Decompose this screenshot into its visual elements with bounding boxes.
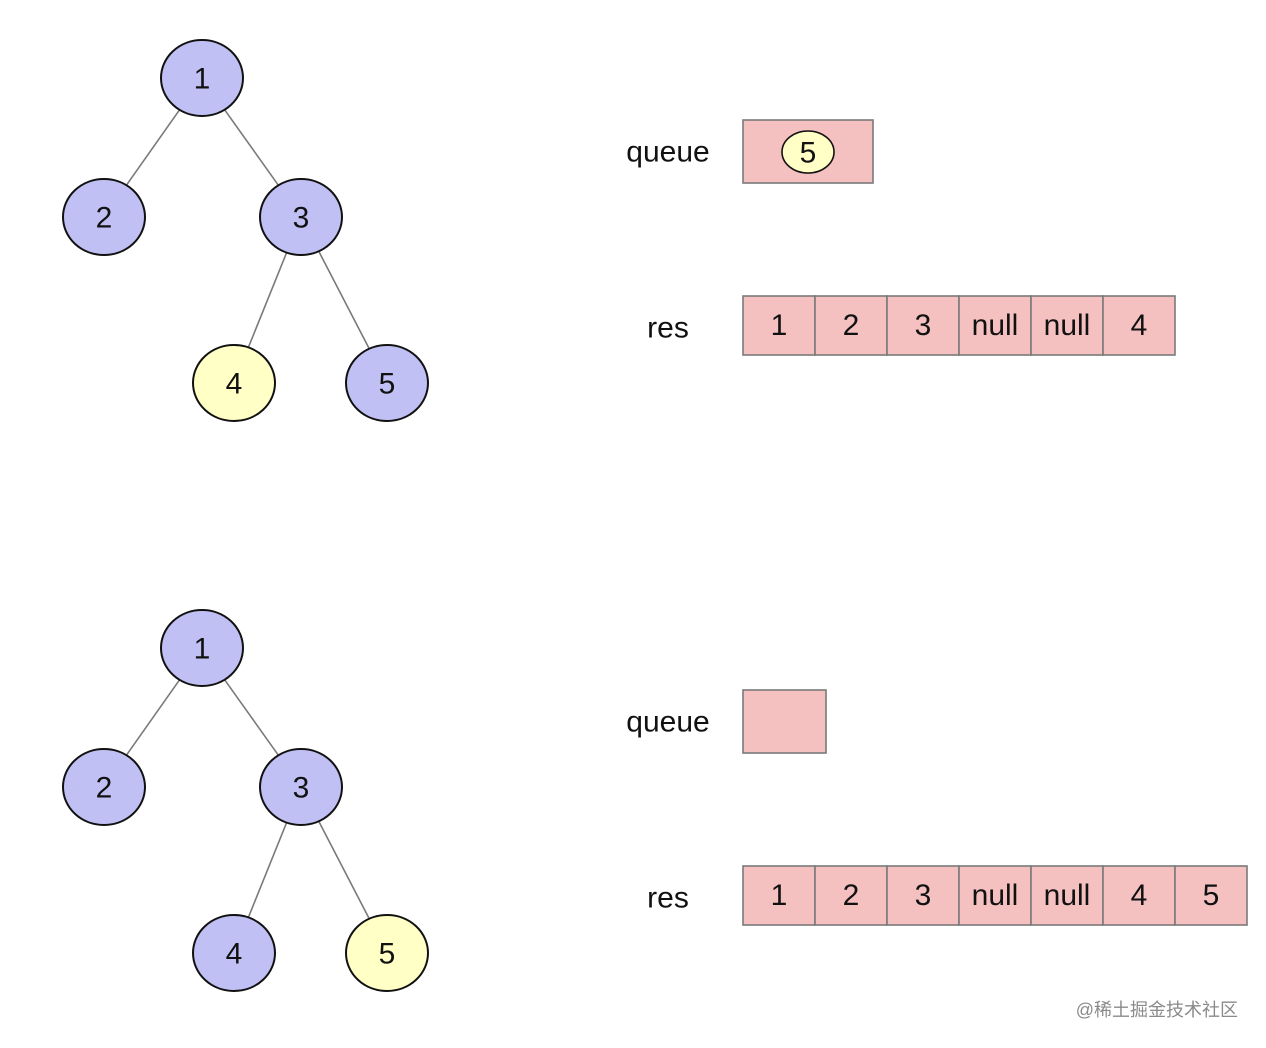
panel-2: 1 2 3 4 5 queue res 1 2 3 null null 4 5 xyxy=(62,609,1248,992)
tree-node-label: 3 xyxy=(293,202,310,235)
queue-container xyxy=(742,689,827,754)
tree-node-circle xyxy=(62,748,146,826)
res-cell: 2 xyxy=(814,865,888,926)
tree-node-label: 2 xyxy=(96,772,113,805)
res-cell-box xyxy=(1102,865,1176,926)
res-cell-box xyxy=(1102,295,1176,356)
res-cell-box xyxy=(958,295,1032,356)
tree-edges xyxy=(125,109,370,350)
tree-node-circle xyxy=(345,914,429,992)
tree-node-1: 1 xyxy=(160,39,244,117)
tree-node-circle xyxy=(192,344,276,422)
res-cell-box xyxy=(1030,865,1104,926)
res-cell: 5 xyxy=(1174,865,1248,926)
res-array: 1 2 3 null null 4 5 xyxy=(742,865,1248,926)
res-cell-box xyxy=(958,865,1032,926)
tree-node-circle xyxy=(192,914,276,992)
res-cell-box xyxy=(814,295,888,356)
tree-node-4: 4 xyxy=(192,914,276,992)
res-cell: null xyxy=(958,295,1032,356)
res-cell-value: 2 xyxy=(843,879,860,912)
res-cell-value: 1 xyxy=(771,309,788,342)
tree-edge-n3-n4 xyxy=(247,822,288,918)
queue-item-circle xyxy=(781,130,835,174)
tree-node-circle xyxy=(160,609,244,687)
tree-node-label: 5 xyxy=(379,368,396,401)
tree-node-3: 3 xyxy=(259,178,343,256)
res-array: 1 2 3 null null 4 xyxy=(742,295,1176,356)
watermark-text: @稀土掘金技术社区 xyxy=(1076,1000,1238,1020)
tree-edge-n3-n4 xyxy=(247,252,288,348)
tree-node-5: 5 xyxy=(345,914,429,992)
res-cell: 3 xyxy=(886,865,960,926)
res-cell: 2 xyxy=(814,295,888,356)
res-cell: 1 xyxy=(742,295,816,356)
tree-node-label: 5 xyxy=(379,938,396,971)
res-cell-value: 4 xyxy=(1131,879,1148,912)
tree-node-label: 2 xyxy=(96,202,113,235)
tree-node-2: 2 xyxy=(62,178,146,256)
tree-edge-n1-n2 xyxy=(125,679,181,756)
queue-item-node: 5 xyxy=(781,130,835,174)
tree-edges xyxy=(125,679,370,920)
res-cell-value: 4 xyxy=(1131,309,1148,342)
tree-edge-n1-n3 xyxy=(223,679,280,756)
queue-box xyxy=(742,689,827,754)
res-cell-box xyxy=(1174,865,1248,926)
res-cell-box xyxy=(886,295,960,356)
res-cell: 3 xyxy=(886,295,960,356)
tree-node-circle xyxy=(259,748,343,826)
tree-edge-n3-n5 xyxy=(318,820,370,920)
tree-node-circle xyxy=(259,178,343,256)
res-label: res xyxy=(647,312,689,345)
tree-edge-n1-n2 xyxy=(125,109,181,186)
tree-node-label: 3 xyxy=(293,772,310,805)
tree-node-label: 1 xyxy=(194,633,211,666)
panel-1: 1 2 3 4 5 queue 5 res 1 2 3 null null 4 xyxy=(62,39,1176,422)
res-cell-value: 5 xyxy=(1203,879,1220,912)
res-cell-value: null xyxy=(1044,879,1091,912)
res-cell: 4 xyxy=(1102,295,1176,356)
res-cell: 1 xyxy=(742,865,816,926)
res-cell-value: null xyxy=(1044,309,1091,342)
queue-box: 5 xyxy=(742,119,874,184)
res-cell-value: 3 xyxy=(915,309,932,342)
tree-node-circle xyxy=(160,39,244,117)
res-cell: null xyxy=(1030,295,1104,356)
tree-node-5: 5 xyxy=(345,344,429,422)
res-cell-box xyxy=(742,865,816,926)
res-cell-value: 3 xyxy=(915,879,932,912)
tree-node-label: 4 xyxy=(226,368,243,401)
res-cell-box xyxy=(742,295,816,356)
tree-node-3: 3 xyxy=(259,748,343,826)
tree-node-circle xyxy=(62,178,146,256)
res-cell-box xyxy=(1030,295,1104,356)
tree-node-1: 1 xyxy=(160,609,244,687)
tree-node-label: 4 xyxy=(226,938,243,971)
res-cell: null xyxy=(958,865,1032,926)
res-cell: null xyxy=(1030,865,1104,926)
tree-node-2: 2 xyxy=(62,748,146,826)
res-cell-value: null xyxy=(972,309,1019,342)
queue-item-label: 5 xyxy=(800,137,817,170)
res-cell-value: null xyxy=(972,879,1019,912)
res-cell: 4 xyxy=(1102,865,1176,926)
tree-node-circle xyxy=(345,344,429,422)
tree-node-label: 1 xyxy=(194,63,211,96)
res-cell-value: 2 xyxy=(843,309,860,342)
res-label: res xyxy=(647,882,689,915)
tree-edge-n3-n5 xyxy=(318,250,370,350)
res-cell-value: 1 xyxy=(771,879,788,912)
tree-node-4: 4 xyxy=(192,344,276,422)
queue-label: queue xyxy=(626,706,709,739)
queue-label: queue xyxy=(626,136,709,169)
tree-edge-n1-n3 xyxy=(223,109,280,186)
